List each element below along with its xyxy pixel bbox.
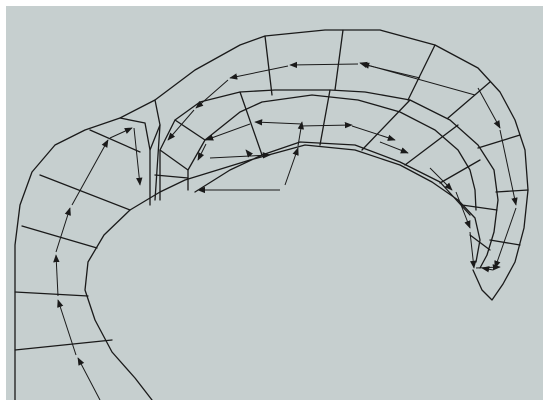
diagram-background <box>6 6 543 400</box>
frame-border-right <box>543 0 549 406</box>
frame-border-bottom <box>0 400 549 406</box>
frame-border-left <box>0 0 6 406</box>
frame-border-top <box>0 0 549 6</box>
